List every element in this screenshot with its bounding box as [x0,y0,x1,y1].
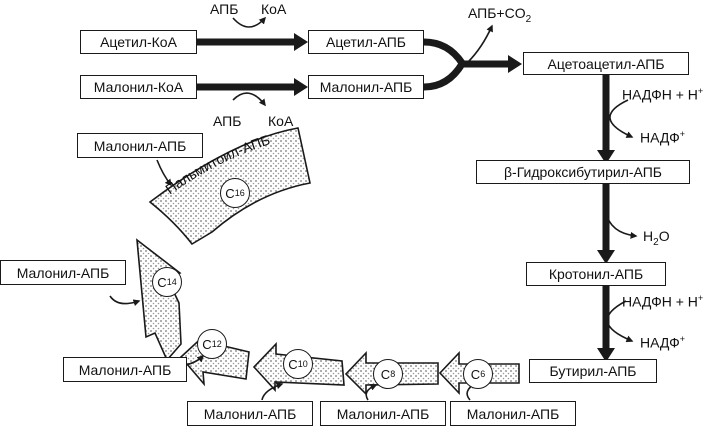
arrow-dehydration [597,183,638,264]
nadp-label-2: НАДФ+ [640,335,685,350]
butyryl-acp-box: Бутирил-АПБ [529,359,657,383]
nadph-label-1: НАДФН + Н+ [622,87,703,102]
nadp-1-text: НАДФ [640,129,680,146]
chain-segment-c14 [136,238,182,362]
coa-top-label: КоА [261,1,287,17]
water-h: Н [643,228,654,244]
malonyl-acp-c12-box: Малонил-АПБ [63,357,187,382]
malonyl-acp-c6-box: Малонил-АПБ [450,401,576,426]
c6-n: 6 [480,368,486,379]
malonyl-acp-c16-box: Малонил-АПБ [77,133,203,158]
nadph-1-sup: + [697,86,704,96]
c6-c: C [470,366,481,382]
acp-co2-release-label: АПБ+CO2 [468,6,531,25]
condensation-arrow [423,24,522,91]
c16-n: 16 [234,187,245,198]
acp-coa-exchange-bottom [232,92,266,107]
water-label: Н2О [643,229,670,248]
water-subscript: 2 [653,236,659,248]
acetyl-acp-box: Ацетил-АПБ [308,30,424,54]
hydroxybutyryl-acp-box: β-Гидроксибутирил-АПБ [476,160,690,184]
c12-n: 12 [211,338,222,349]
c14-c: C [157,274,167,290]
c14-n: 14 [166,276,177,287]
c16-c: C [225,185,235,201]
malonyl-acp-c10-box: Малонил-АПБ [187,401,313,426]
acp-top-label: АПБ [210,1,239,17]
arrow-acetyl-transfer [197,33,308,51]
nadp-2-text: НАДФ [640,334,680,351]
nadp-label-1: НАДФ+ [640,130,685,145]
crotonyl-acp-box: Кротонил-АПБ [526,262,666,286]
acp-coa-exchange-top [232,16,266,28]
c8-n: 8 [390,368,396,379]
malonyl-acp-c8-box: Малонил-АПБ [320,401,446,426]
arrow-reduction-1 [597,75,634,164]
c10-c: C [288,356,298,372]
nadph-2-text: НАДФН + Н [622,293,698,310]
c12-c: C [202,336,212,352]
c8-c: C [380,366,391,382]
arrow-reduction-2 [597,285,634,362]
nadph-1-text: НАДФН + Н [622,86,698,103]
malonyl-acp-box: Малонил-АПБ [308,75,424,99]
malonyl-acp-c14-box: Малонил-АПБ [0,260,126,285]
coa-bottom-label: КоА [268,113,294,129]
arrow-malonyl-transfer [197,78,308,96]
release-subscript: 2 [525,13,532,25]
release-main-text: АПБ+CO [468,5,526,21]
nadph-2-sup: + [697,293,704,303]
nadp-2-sup: + [679,334,685,344]
nadp-1-sup: + [679,129,685,139]
nadph-label-2: НАДФН + Н+ [622,294,703,309]
water-o: О [658,228,670,244]
acetoacetyl-acp-box: Ацетоацетил-АПБ [523,52,689,75]
malonyl-coa-box: Малонил-КоА [80,75,197,99]
acp-bottom-label: АПБ [213,113,242,129]
c10-n: 10 [297,358,308,369]
acetyl-coa-box: Ацетил-КоА [80,30,197,54]
